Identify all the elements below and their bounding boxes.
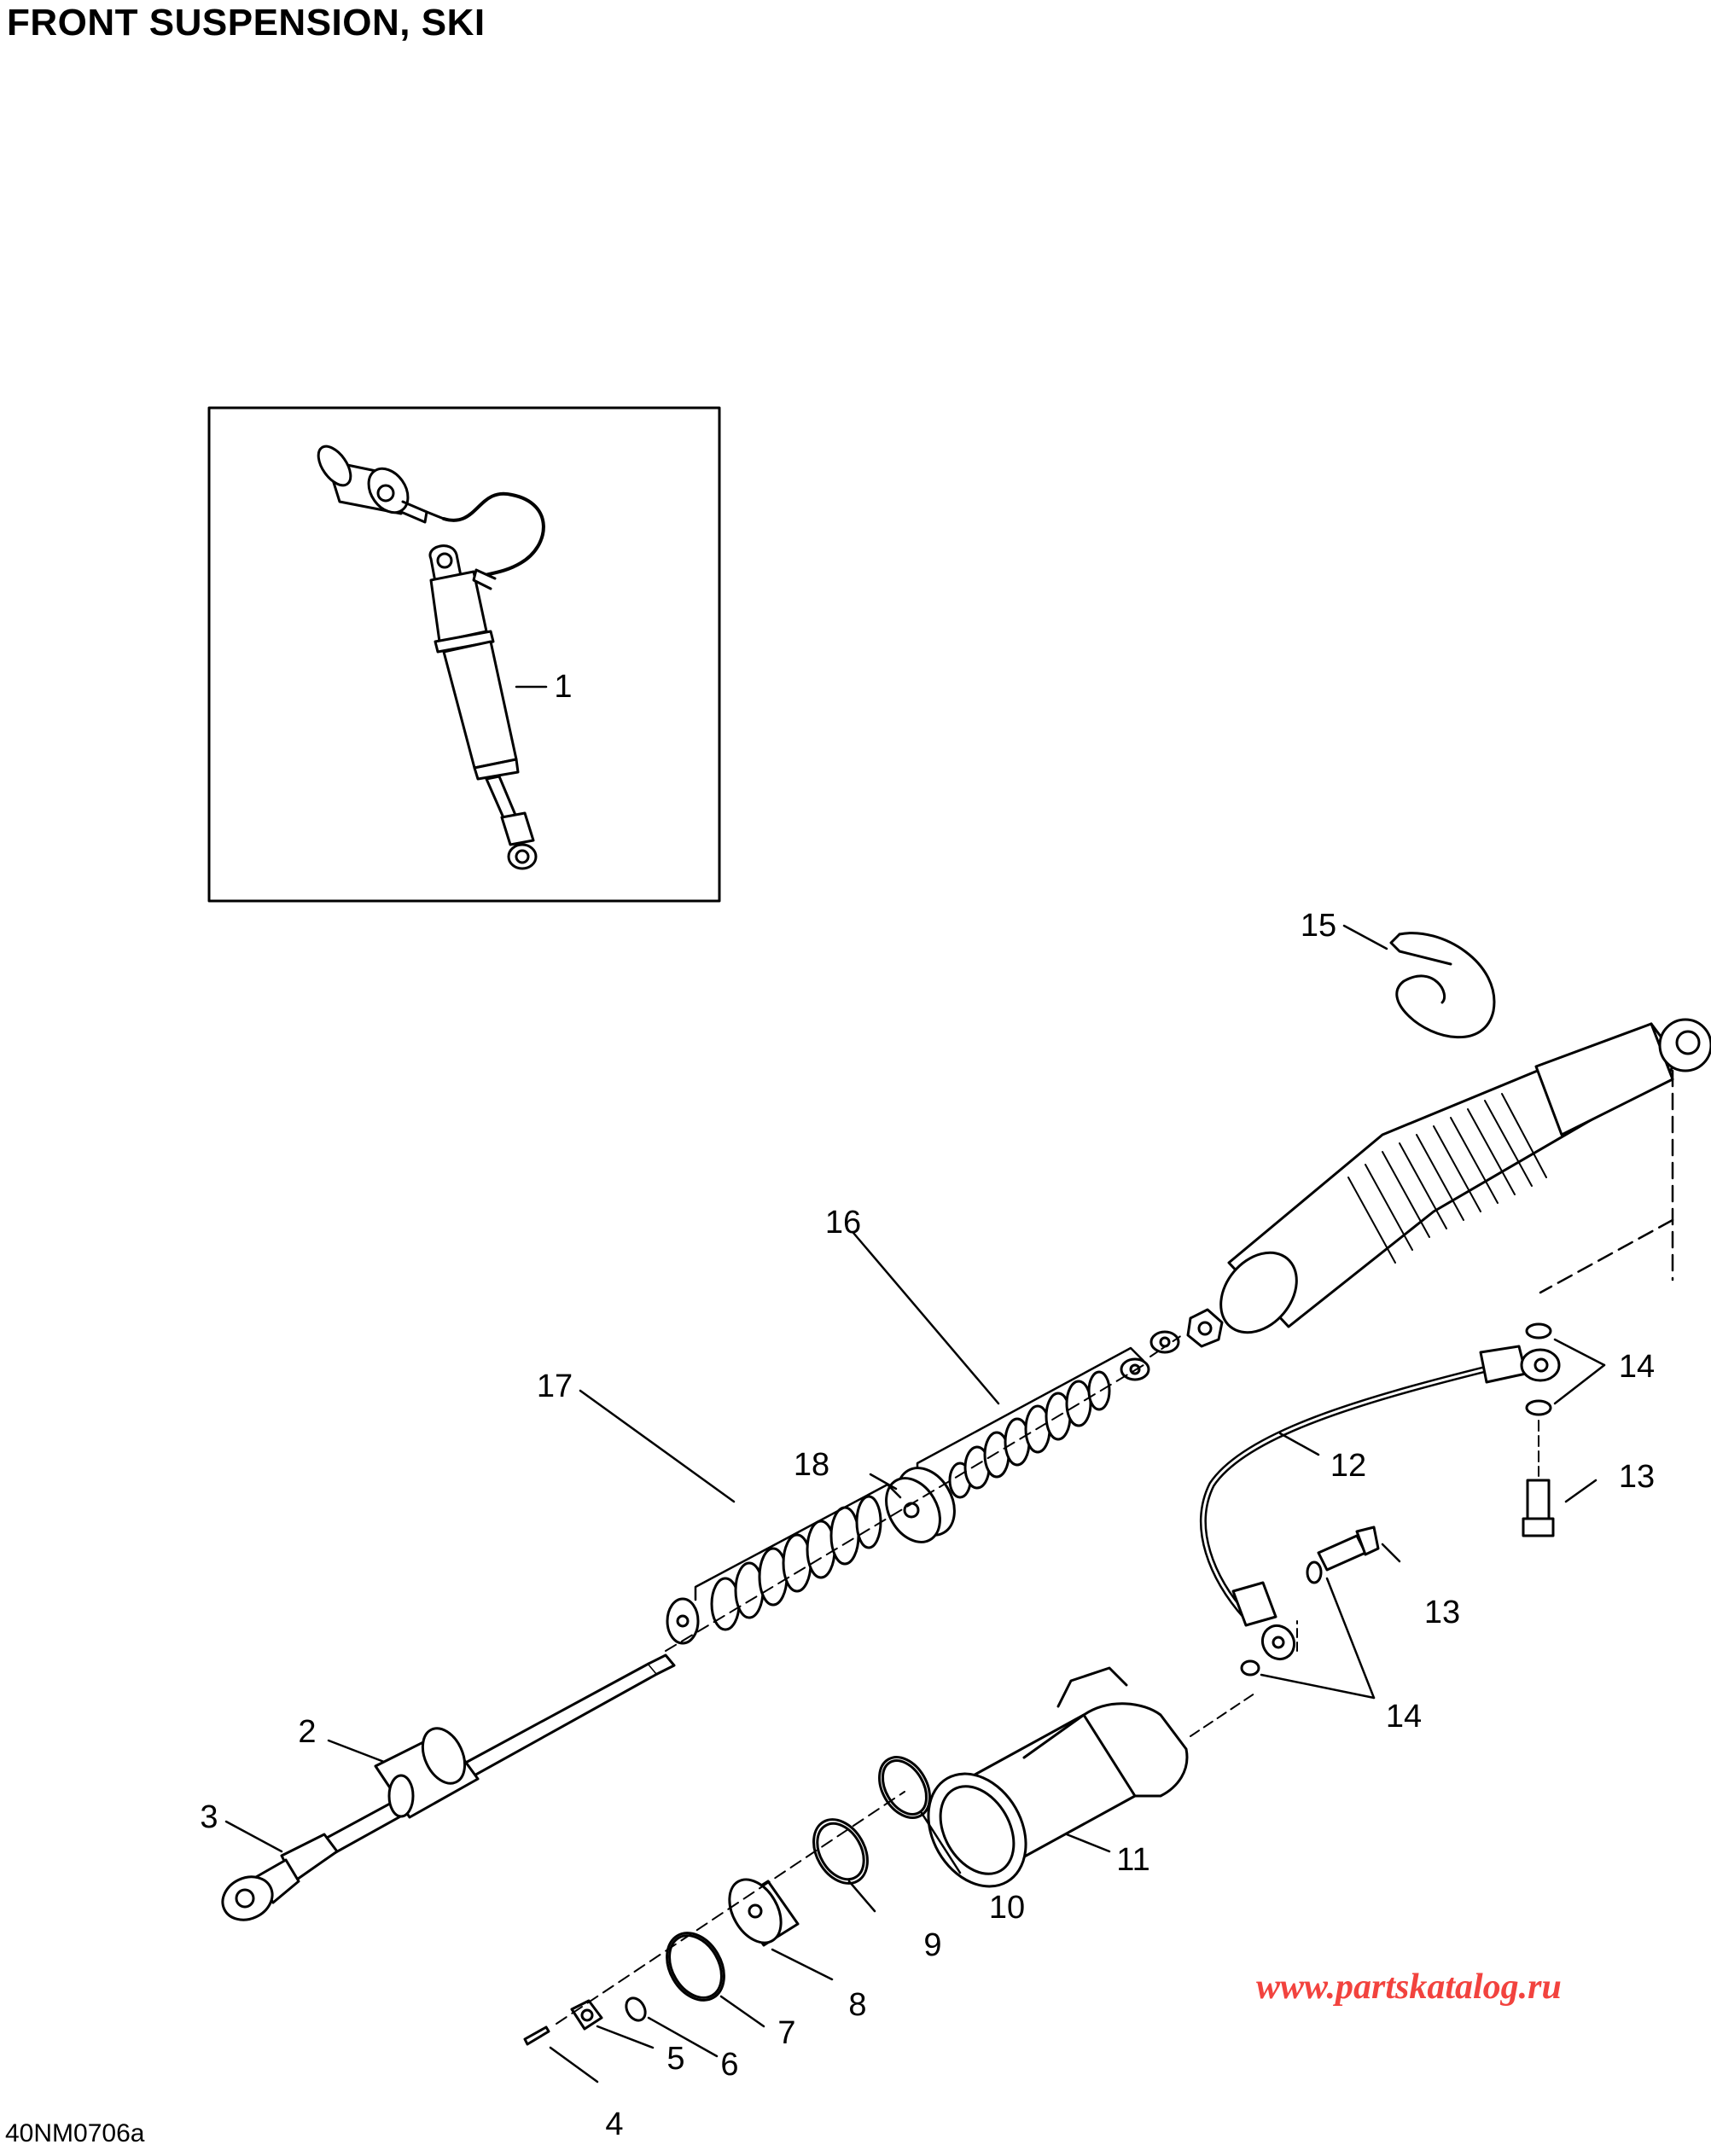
shock-body [1219,1018,1711,1334]
inset-shock-body [428,544,538,870]
callout-11: 11 [1116,1842,1150,1878]
callout-14-right: 14 [1618,1349,1656,1385]
callout-13-center: 13 [1423,1595,1461,1630]
callout-8: 8 [848,1987,867,2023]
callout-13-right: 13 [1618,1459,1656,1495]
callout-10: 10 [988,1890,1026,1926]
callout-5: 5 [666,2041,685,2077]
reservoir-11 [927,1666,1255,1888]
drawing-code: 40NM0706a [5,2119,145,2147]
page-title: FRONT SUSPENSION, SKI [7,2,486,44]
callout-4: 4 [605,2107,624,2142]
inset-reservoir [317,445,445,524]
inset-hose [442,491,545,580]
spring-16 [852,1231,1145,1499]
banjo-bolts-and-washers [1240,1322,1606,1700]
callout-6: 6 [720,2047,739,2083]
callout-14-center: 14 [1385,1699,1423,1735]
shaft-assembly [221,1364,1144,1921]
callout-17: 17 [536,1369,573,1404]
callout-18: 18 [793,1447,830,1483]
callout-12: 12 [1330,1448,1367,1484]
spring-17 [579,1389,902,1645]
lower-seal-parts [523,1756,962,2083]
callout-9: 9 [923,1927,942,1963]
callout-2: 2 [298,1714,317,1750]
callout-1: 1 [554,669,573,705]
bumper-15 [1342,924,1496,1039]
callout-3: 3 [200,1799,218,1835]
rod-nut-washers [1120,1308,1224,1381]
assembly-inset [207,406,721,903]
watermark-url: www.partskatalog.ru [1256,1967,1562,2007]
callout-16: 16 [824,1205,862,1241]
hose-12 [1200,1345,1561,1661]
callout-15: 15 [1300,908,1337,944]
callout-7: 7 [777,2015,796,2051]
